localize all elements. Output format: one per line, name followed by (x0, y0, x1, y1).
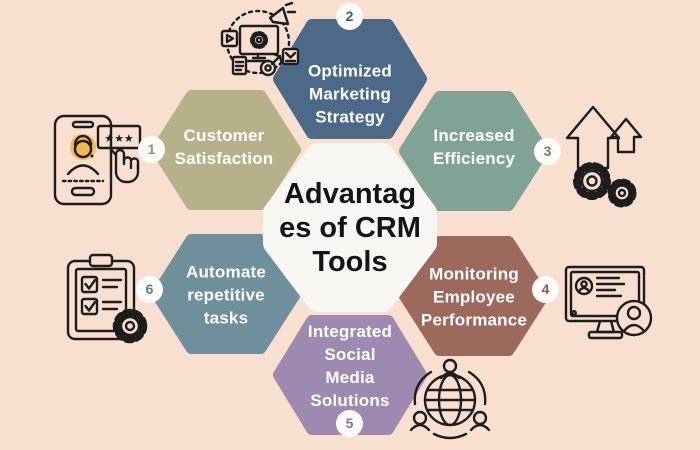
social-globe-people-icon (409, 358, 491, 440)
growth-arrows-gears-icon (565, 105, 643, 208)
petal-label-social-media: Integrated Social Media Solutions (307, 322, 393, 410)
hexagon-layer (151, 19, 549, 435)
number-badge-4: 4 (532, 276, 559, 303)
petal-label-customer-satisfaction: Customer Satisfaction (174, 126, 274, 168)
hexagon-optimized-marketing (273, 19, 427, 139)
digital-marketing-monitor-icon (220, 1, 300, 77)
petal-label-increased-efficiency: Increased Efficiency (432, 126, 516, 168)
rating-stars: ★★★ (104, 132, 134, 145)
petal-label-optimized-marketing: Optimized Marketing Strategy (308, 61, 392, 127)
number-badge-1: 1 (138, 136, 165, 163)
number-badge-5: 5 (336, 410, 363, 437)
hexagon-monitoring-employee (399, 236, 549, 356)
customer-satisfaction-phone-rating-icon: ★★★ (53, 114, 142, 206)
petal-label-monitoring-employee: Monitoring Employee Performance (420, 264, 528, 330)
hexagon-increased-efficiency (399, 91, 549, 211)
clipboard-checklist-gear-icon (66, 253, 148, 344)
petal-label-automate-tasks: Automate repetitive tasks (186, 262, 266, 328)
employee-performance-monitor-icon (564, 265, 653, 340)
number-badge-3: 3 (534, 138, 561, 165)
diagram-title: Advantag es of CRM Tools (279, 178, 421, 278)
center-octagon (263, 143, 437, 312)
hexagon-social-media (273, 315, 427, 435)
number-badge-6: 6 (136, 276, 163, 303)
number-badge-2: 2 (336, 3, 363, 30)
